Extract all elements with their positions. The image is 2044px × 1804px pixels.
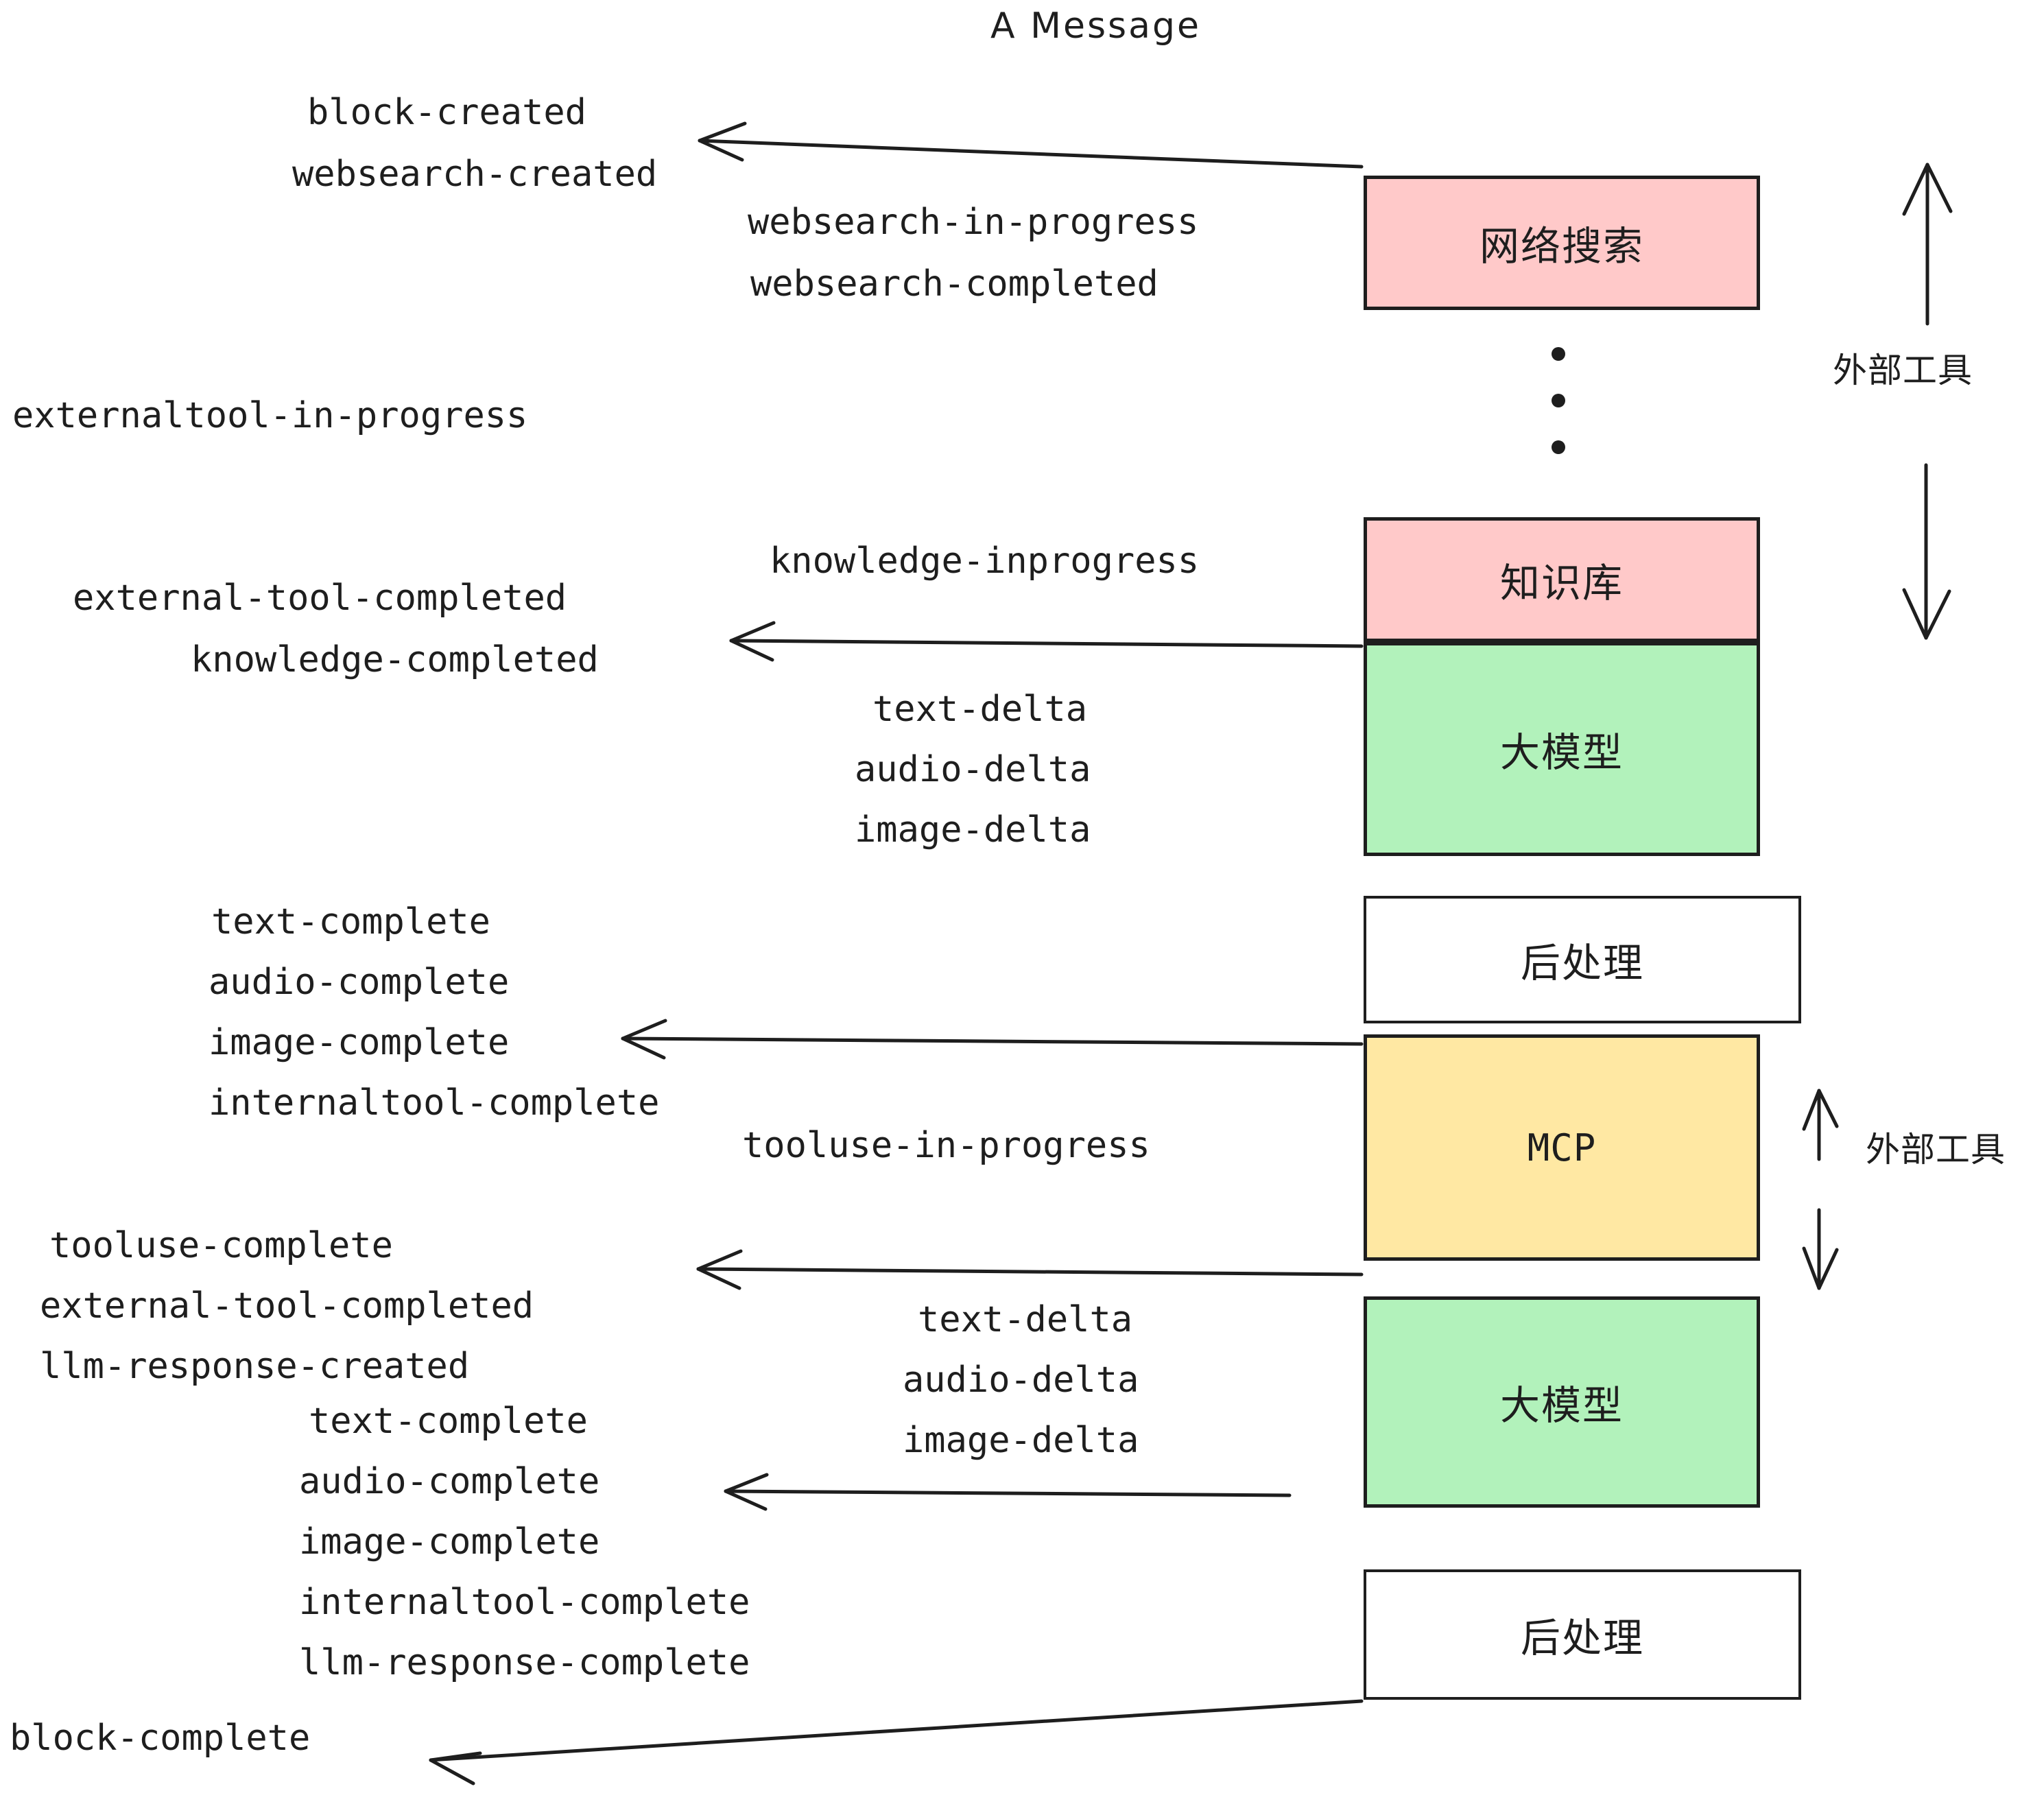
event-group-tooluse-complete: tooluse-complete external-tool-completed…	[40, 1228, 534, 1384]
event-label-image-complete-2: image-complete	[299, 1521, 600, 1563]
event-group-block-created: block-created websearch-created	[292, 92, 657, 192]
event-label-text-complete-2: text-complete	[309, 1401, 588, 1442]
event-label-websearch-completed: websearch-completed	[750, 263, 1158, 305]
event-label-internaltool-complete: internaltool-complete	[209, 1082, 660, 1124]
event-label-knowledge-completed: knowledge-completed	[191, 639, 599, 680]
event-group-externaltool-in-progress: externaltool-in-progress	[12, 398, 527, 434]
event-label-block-created: block-created	[307, 92, 586, 133]
event-label-internaltool-complete-2: internaltool-complete	[299, 1582, 750, 1623]
event-group-block-complete: block-complete	[10, 1720, 310, 1756]
node-llm-1[interactable]: 大模型	[1364, 642, 1760, 856]
event-label-llm-response-complete: llm-response-complete	[299, 1642, 750, 1683]
side-label-external-tools-top: 外部工具	[1833, 351, 1973, 390]
event-group-knowledge-inprogress: knowledge-inprogress	[770, 543, 1199, 579]
event-group-postprocess2-completes: text-complete audio-complete image-compl…	[299, 1401, 750, 1681]
arrow-postprocess2-to-block-complete	[429, 1699, 1364, 1785]
node-label-postprocess-1: 后处理	[1520, 940, 1644, 986]
event-label-tooluse-complete: tooluse-complete	[49, 1225, 393, 1266]
event-label-knowledge-inprogress: knowledge-inprogress	[770, 541, 1200, 582]
event-label-external-tool-completed-2: external-tool-completed	[40, 1285, 534, 1327]
event-label-audio-delta: audio-delta	[855, 749, 1091, 790]
side-label-external-tools-bottom: 外部工具	[1866, 1130, 2006, 1170]
event-label-text-delta-2: text-delta	[918, 1299, 1133, 1340]
node-postprocess-1[interactable]: 后处理	[1364, 896, 1801, 1023]
arrow-mcp-to-tooluse-complete	[696, 1249, 1364, 1290]
node-label-postprocess-2: 后处理	[1520, 1615, 1644, 1661]
page-title: A Message	[990, 5, 1202, 47]
node-label-mcp: MCP	[1527, 1126, 1597, 1170]
event-group-llm1-deltas: text-delta audio-delta image-delta	[855, 689, 1091, 848]
event-label-audio-complete-2: audio-complete	[299, 1461, 600, 1502]
arrow-llm2-to-audio-complete	[724, 1473, 1292, 1511]
node-postprocess-2[interactable]: 后处理	[1364, 1569, 1801, 1700]
event-label-audio-delta-2: audio-delta	[903, 1360, 1139, 1401]
arrow-knowledge-to-knowledge-completed	[729, 621, 1364, 662]
event-label-websearch-in-progress: websearch-in-progress	[748, 202, 1199, 243]
event-label-externaltool-in-progress: externaltool-in-progress	[12, 395, 528, 436]
node-label-llm-2: 大模型	[1499, 1382, 1624, 1429]
node-mcp[interactable]: MCP	[1364, 1034, 1760, 1261]
dot-2	[1552, 394, 1565, 407]
event-label-image-complete: image-complete	[209, 1022, 510, 1063]
event-label-image-delta: image-delta	[855, 809, 1091, 851]
dot-3	[1552, 440, 1565, 454]
event-label-block-complete: block-complete	[10, 1718, 311, 1759]
event-label-text-delta: text-delta	[872, 689, 1088, 730]
event-label-external-tool-completed: external-tool-completed	[73, 578, 567, 619]
ellipsis-dots	[1552, 347, 1565, 487]
event-label-image-delta-2: image-delta	[903, 1420, 1139, 1461]
node-websearch[interactable]: 网络搜索	[1364, 176, 1760, 310]
node-knowledge[interactable]: 知识库	[1364, 517, 1760, 642]
event-label-llm-response-created: llm-response-created	[40, 1346, 470, 1387]
external-tools-arrow-top	[1902, 163, 1953, 640]
node-label-llm-1: 大模型	[1499, 729, 1624, 776]
node-llm-2[interactable]: 大模型	[1364, 1296, 1760, 1508]
event-group-tooluse-in-progress: tooluse-in-progress	[742, 1128, 1150, 1163]
node-label-websearch: 网络搜索	[1479, 223, 1644, 270]
node-label-knowledge: 知识库	[1499, 560, 1624, 606]
event-group-external-tool-completed: external-tool-completed knowledge-comple…	[73, 580, 599, 678]
event-label-text-complete: text-complete	[211, 901, 490, 942]
event-group-websearch-progress: websearch-in-progress websearch-complete…	[748, 204, 1198, 302]
event-label-websearch-created: websearch-created	[292, 154, 658, 195]
event-label-audio-complete: audio-complete	[209, 962, 510, 1003]
event-group-postprocess1-completes: text-complete audio-complete image-compl…	[209, 901, 660, 1124]
event-group-llm2-deltas: text-delta audio-delta image-delta	[903, 1299, 1139, 1458]
dot-1	[1552, 347, 1565, 361]
arrow-postprocess1-to-image-complete	[621, 1019, 1364, 1060]
event-label-tooluse-in-progress: tooluse-in-progress	[742, 1125, 1150, 1166]
arrow-websearch-to-block-created	[698, 121, 1364, 169]
external-tools-arrow-bottom	[1802, 1089, 1839, 1290]
